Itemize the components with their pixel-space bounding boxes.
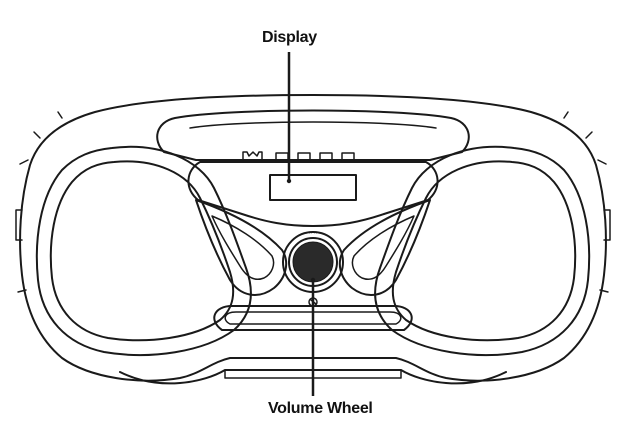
bottom-slot: [213, 305, 413, 331]
display-callout-label: Display: [262, 29, 317, 46]
top-buttons: [242, 151, 355, 161]
display-callout-line: [286, 52, 292, 184]
top-panel: [156, 109, 470, 161]
right-speaker: [374, 145, 591, 357]
left-vents: [195, 199, 288, 296]
volume-callout-line: [310, 277, 316, 396]
volume-wheel: · · · · · · · · · ·: [282, 231, 344, 293]
display-screen: [269, 174, 357, 201]
volume-ring-marking: · · · · · · · · · ·: [301, 231, 324, 236]
right-vents: [338, 199, 431, 296]
center-console: [187, 161, 439, 227]
left-speaker: [35, 145, 252, 357]
volume-wheel-callout-label: Volume Wheel: [268, 400, 373, 417]
